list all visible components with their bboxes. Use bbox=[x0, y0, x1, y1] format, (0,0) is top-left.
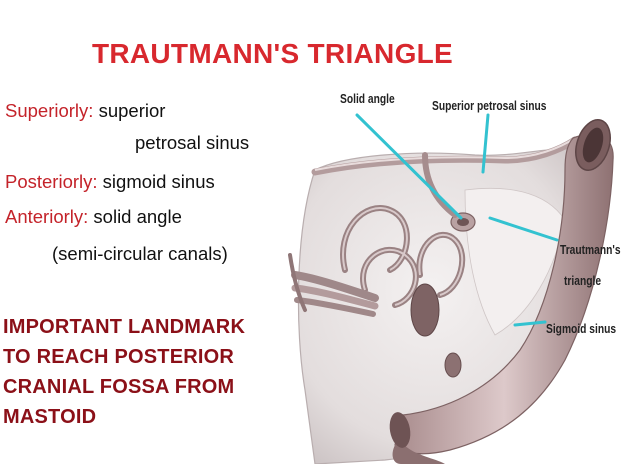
superior-value-continuation: petrosal sinus bbox=[135, 132, 250, 153]
anterior-label: Anteriorly: bbox=[5, 206, 89, 227]
posterior-value: sigmoid sinus bbox=[102, 171, 215, 192]
solid-angle-label: Solid angle bbox=[340, 92, 395, 106]
pointer-superior-petrosal-sinus bbox=[481, 113, 490, 174]
posterior-label: Posteriorly: bbox=[5, 171, 98, 192]
trautmann-triangle-label-line2: triangle bbox=[564, 274, 602, 288]
anterior-value-continuation: (semi-circular canals) bbox=[52, 243, 228, 264]
pointer-solid-angle bbox=[355, 113, 463, 220]
page-title: TRAUTMANN'S TRIANGLE bbox=[91, 38, 454, 69]
note-line: MASTOID bbox=[3, 406, 97, 428]
trautmann-triangle-label-line1: Trautmann's bbox=[560, 243, 621, 257]
sigmoid-sinus-label: Sigmoid sinus bbox=[546, 322, 617, 336]
temporal-bone-illustration bbox=[288, 113, 614, 464]
note-line: IMPORTANT LANDMARK bbox=[3, 316, 246, 338]
superior-value: superior bbox=[98, 100, 166, 121]
anterior-value: solid angle bbox=[93, 206, 182, 227]
superior-boundary: Superiorly: superior bbox=[5, 100, 165, 122]
superior-label: Superiorly: bbox=[5, 100, 94, 121]
note-line: CRANIAL FOSSA FROM bbox=[3, 376, 235, 398]
anterior-boundary: Anteriorly: solid angle bbox=[5, 206, 182, 228]
pointer-sigmoid-sinus bbox=[513, 320, 547, 327]
trautmann-region bbox=[464, 187, 566, 336]
pointer-trautmann-triangle bbox=[488, 216, 559, 242]
landmark-note: IMPORTANT LANDMARK TO REACH POSTERIOR CR… bbox=[3, 312, 293, 432]
note-line: TO REACH POSTERIOR bbox=[3, 346, 235, 368]
superior-petrosal-sinus-label: Superior petrosal sinus bbox=[432, 99, 547, 113]
posterior-boundary: Posteriorly: sigmoid sinus bbox=[5, 171, 215, 193]
nerve-bundle bbox=[288, 253, 379, 317]
